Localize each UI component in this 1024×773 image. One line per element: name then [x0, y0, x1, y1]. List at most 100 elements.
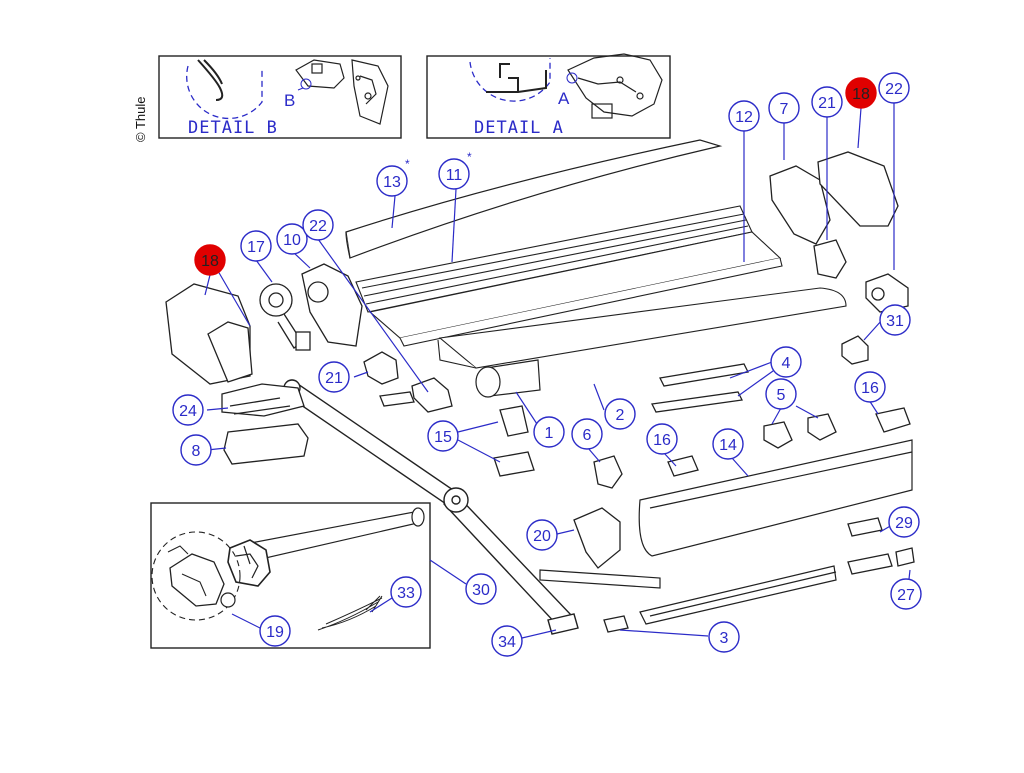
callout-number: 16: [861, 380, 879, 397]
arm-assembly: [280, 379, 579, 635]
callout-number: 27: [897, 587, 915, 604]
callout-circle: [318, 361, 350, 393]
callout-number: 19: [266, 624, 284, 641]
callout-number: 5: [777, 387, 786, 404]
callout-number: 18: [201, 253, 219, 270]
part-29: [847, 517, 883, 537]
callout-circle: [533, 416, 565, 448]
part-4: [659, 363, 749, 387]
detail-a-box: DETAIL A A: [426, 53, 671, 139]
callout-circle: [491, 625, 523, 657]
callout-number: 21: [325, 370, 343, 387]
part-17: [259, 283, 311, 351]
callout-3: 3: [708, 621, 740, 653]
callout-10: 10: [276, 223, 308, 255]
part-22-right: [865, 273, 909, 313]
callout-17: 17: [240, 230, 272, 262]
callout-12: 12: [728, 100, 760, 132]
part-5-right: [807, 413, 837, 441]
detail-b-part: [295, 59, 389, 125]
callout-number: 11: [446, 167, 463, 184]
front-cover-13: [345, 139, 723, 259]
detail-b-letter: B: [284, 91, 295, 110]
part-6: [593, 455, 623, 489]
callout-27: 27: [890, 578, 922, 610]
callout-circle: [180, 434, 212, 466]
detail-b-label: DETAIL B: [188, 118, 278, 138]
callout-number: 6: [583, 427, 592, 444]
front-bar-14: [638, 439, 913, 557]
callout-number: 24: [179, 403, 197, 420]
callout-number: 18: [852, 86, 870, 103]
callout-31: 31: [879, 304, 911, 336]
callout-number: 1: [545, 425, 554, 442]
part-16-left: [667, 455, 699, 477]
callout-24: 24: [172, 394, 204, 426]
callout-circle: [302, 209, 334, 241]
detail-a-part: [567, 53, 663, 119]
asterisk-mark: *: [405, 157, 410, 171]
part-21-top: [813, 239, 847, 279]
part-7: [769, 165, 831, 245]
callout-circle: [259, 615, 291, 647]
callout-16: 16: [646, 423, 678, 455]
callout-circle: [604, 398, 636, 430]
callout-1: 1: [533, 416, 565, 448]
callout-number: 10: [283, 232, 301, 249]
leader-lines: [204, 103, 911, 639]
part-5-left: [763, 421, 793, 449]
detail-a-label: DETAIL A: [474, 118, 564, 138]
callout-number: 7: [780, 101, 789, 118]
callout-circle: [888, 506, 920, 538]
callout-2: 2: [604, 398, 636, 430]
callout-18: 18: [845, 77, 877, 109]
callout-number: 34: [498, 634, 516, 651]
callout-number: 30: [472, 582, 490, 599]
callout-19: 19: [259, 615, 291, 647]
roller-tube-1: [475, 359, 541, 398]
callout-6: 6: [571, 418, 603, 450]
callout-circle: [427, 420, 459, 452]
callout-circle: [276, 223, 308, 255]
callout-circle: [240, 230, 272, 262]
callout-circle: [708, 621, 740, 653]
callout-number: 33: [397, 585, 415, 602]
callout-number: 14: [719, 437, 737, 454]
callout-16: 16: [854, 371, 886, 403]
callout-18: 18: [194, 244, 226, 276]
fabric-2: [437, 287, 847, 369]
callout-22: 22: [878, 72, 910, 104]
callout-7: 7: [768, 92, 800, 124]
callout-circle: [712, 428, 744, 460]
callout-34: 34: [491, 625, 523, 657]
callout-number: 20: [533, 528, 551, 545]
callout-circle: [878, 72, 910, 104]
callout-number: 17: [247, 239, 265, 256]
callout-circle: [728, 100, 760, 132]
detail-a-letter: A: [558, 89, 570, 108]
part-3: [603, 615, 629, 633]
callout-circle: [465, 573, 497, 605]
callout-circle: [765, 378, 797, 410]
callout-number: 22: [309, 218, 327, 235]
callout-number: 12: [735, 109, 753, 126]
callout-30: 30: [465, 573, 497, 605]
callout-number: 22: [885, 81, 903, 98]
part-8: [223, 423, 309, 465]
callout-11: 11: [438, 158, 470, 190]
callout-number: 16: [653, 432, 671, 449]
callout-number: 15: [434, 429, 452, 446]
callout-circle: [768, 92, 800, 124]
callout-circle: [526, 519, 558, 551]
part-22-left: [411, 377, 453, 413]
callout-circle: [770, 346, 802, 378]
callout-number: 2: [616, 407, 625, 424]
callout-33: 33: [390, 576, 422, 608]
part-24: [221, 383, 305, 417]
callout-number: 31: [886, 313, 904, 330]
callout-number: 3: [720, 630, 729, 647]
callout-circle: [890, 578, 922, 610]
